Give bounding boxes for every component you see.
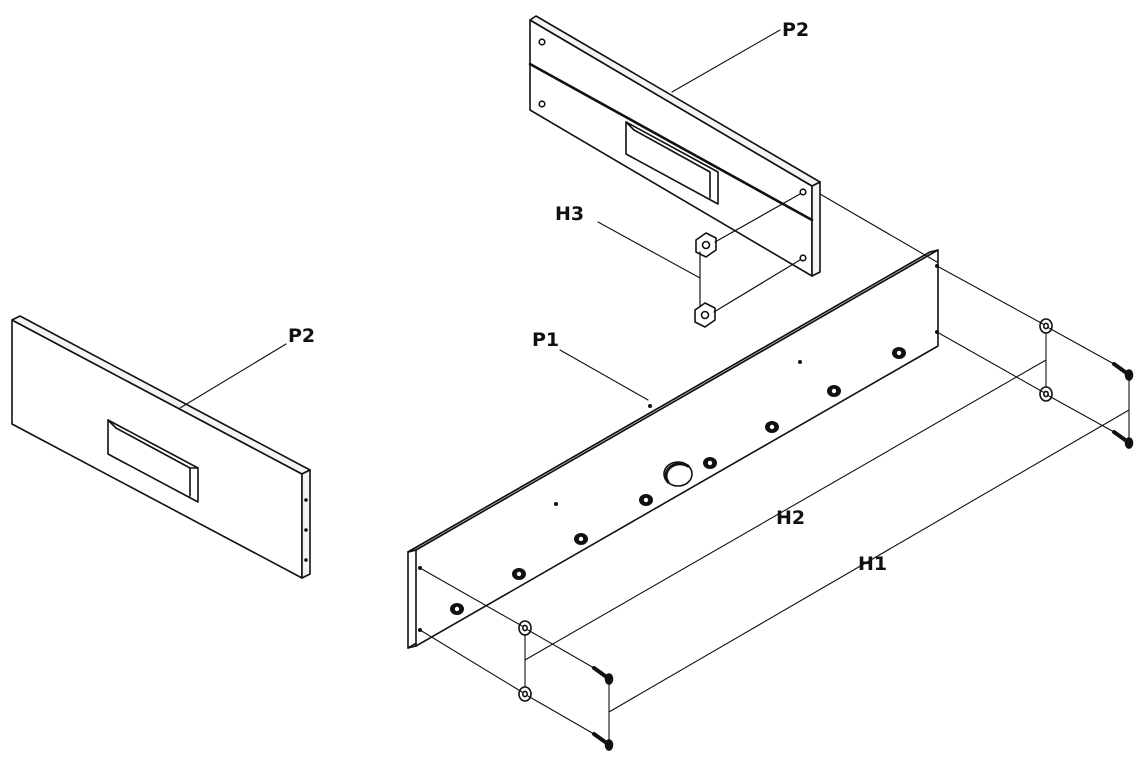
washer-upper-right [1039,318,1053,334]
nut-upper [695,232,717,258]
label-h2: H2 [776,507,805,529]
label-p1: P1 [532,329,559,351]
labels: P2 P2 P1 H3 H2 H1 [288,19,887,575]
panel-p2-left [11,315,311,579]
bolt-lower-left [592,732,614,751]
label-p2-left: P2 [288,325,315,347]
bolt-upper-left [592,666,614,685]
handle-cutout-top [625,121,719,205]
washers-bolts-left [419,567,614,751]
panel-p1 [407,249,939,649]
alignment-lines [524,359,1130,713]
leader-lines [179,29,781,409]
groove-line [528,62,814,222]
h3-nuts [694,193,801,328]
washers-bolts-right [819,193,1134,449]
label-h3: H3 [555,203,584,225]
panel-holes [538,38,807,262]
edge-holes [304,498,308,562]
bolt-lower-right [1112,430,1134,449]
washer-lower-right [1039,386,1053,402]
cable-hole [663,461,693,487]
h1-line [608,409,1130,713]
label-p2-top: P2 [782,19,809,41]
label-h1: H1 [858,553,887,575]
handle-cutout [107,419,199,503]
nut-lower [694,302,716,328]
bolt-upper-right [1112,362,1134,381]
panel-p2-top [528,15,821,277]
washer-upper-left [518,620,532,636]
h2-line [524,359,1047,661]
washer-lower-left [518,686,532,702]
